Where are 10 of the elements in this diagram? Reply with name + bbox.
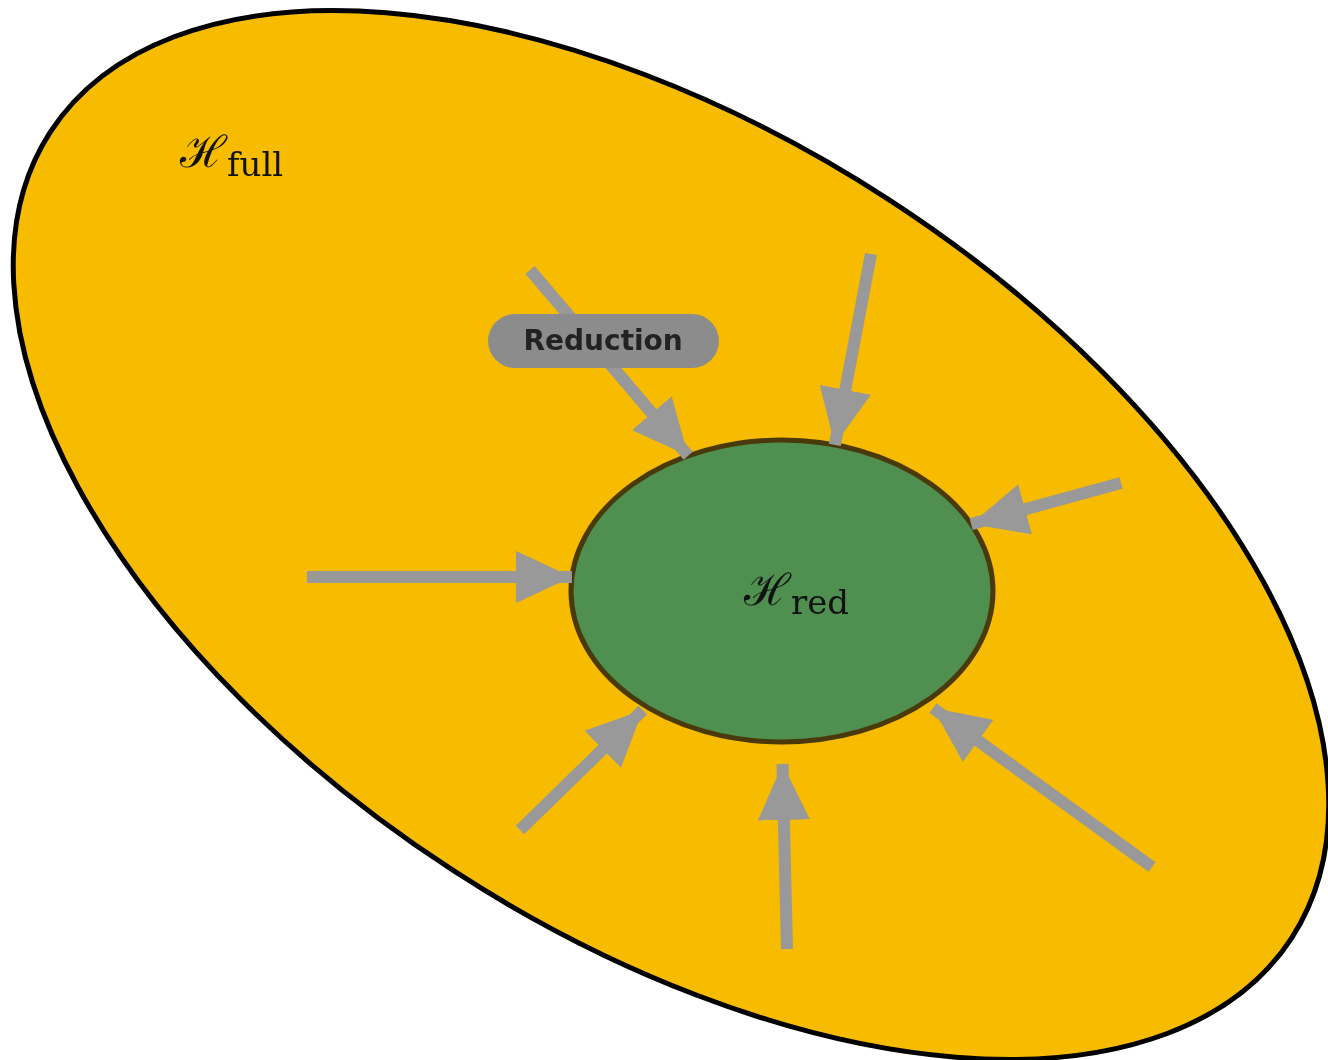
arrow <box>969 477 1123 535</box>
arrow <box>929 703 1156 872</box>
arrow <box>757 763 810 950</box>
edge-label: Reduction <box>487 314 719 368</box>
space-label: ℋ$_{full}$ <box>180 130 284 181</box>
arrow <box>525 266 693 460</box>
arrow <box>515 705 647 835</box>
space-label: ℋ$_{red}$ <box>744 568 850 619</box>
arrow <box>307 551 572 604</box>
arrow <box>819 252 877 446</box>
